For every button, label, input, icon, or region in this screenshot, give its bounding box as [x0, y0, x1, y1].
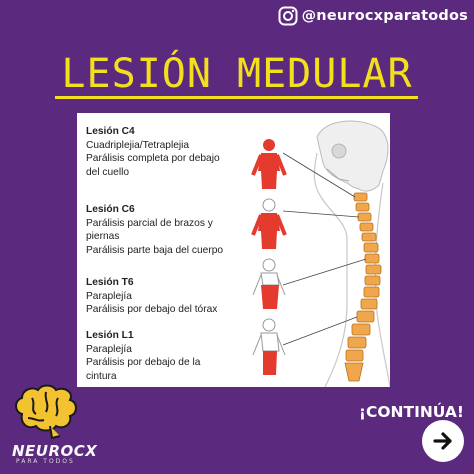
entry-line: Parálisis completa por debajo	[86, 153, 220, 165]
spinal-injury-card: Lesión C4 Cuadriplejia/Tetraplejia Parál…	[77, 113, 390, 387]
entry-t6: Lesión T6 Paraplejía Parálisis por debaj…	[86, 276, 217, 317]
title-underline	[55, 96, 418, 99]
entry-line: Parálisis por debajo de la	[86, 357, 201, 369]
entry-head: Lesión C6	[86, 204, 135, 215]
brain-logo	[15, 384, 77, 440]
entry-c4: Lesión C4 Cuadriplejia/Tetraplejia Parál…	[86, 125, 220, 179]
spine-illustration	[251, 120, 390, 387]
arrow-right-icon	[433, 432, 452, 450]
entry-head: Lesión T6	[86, 277, 134, 288]
entry-line: piernas	[86, 231, 120, 243]
figure-c6	[251, 198, 287, 249]
entry-l1: Lesión L1 Paraplejía Parálisis por debaj…	[86, 329, 200, 383]
next-button[interactable]	[422, 420, 464, 462]
brand-name: NEUROCX	[12, 442, 98, 460]
instagram-handle[interactable]: @neurocxparatodos	[278, 6, 468, 26]
instagram-icon	[278, 6, 298, 26]
entry-line: Paraplejía	[86, 343, 132, 355]
entry-c6: Lesión C6 Parálisis parcial de brazos y …	[86, 203, 223, 257]
entry-line: Parálisis parte baja del cuerpo	[86, 244, 224, 256]
entry-head: Lesión C4	[86, 126, 135, 137]
entry-line: Paraplejía	[86, 290, 132, 302]
instagram-handle-text: @neurocxparatodos	[301, 8, 468, 24]
figure-l1	[252, 318, 286, 375]
figure-t6	[252, 258, 286, 309]
brand-subtitle: PARA TODOS	[16, 458, 75, 465]
page-title: LESIÓN MEDULAR	[61, 51, 413, 97]
continue-label: ¡CONTINÚA!	[358, 403, 464, 421]
entry-line: Cuadriplejia/Tetraplejia	[86, 139, 190, 151]
figure-c4	[251, 139, 287, 189]
entry-line: del cuello	[86, 166, 130, 178]
entry-line: Parálisis por debajo del tórax	[86, 304, 218, 316]
entry-line: cintura	[86, 370, 117, 382]
entry-head: Lesión L1	[86, 330, 134, 341]
entry-line: Parálisis parcial de brazos y	[86, 217, 213, 229]
